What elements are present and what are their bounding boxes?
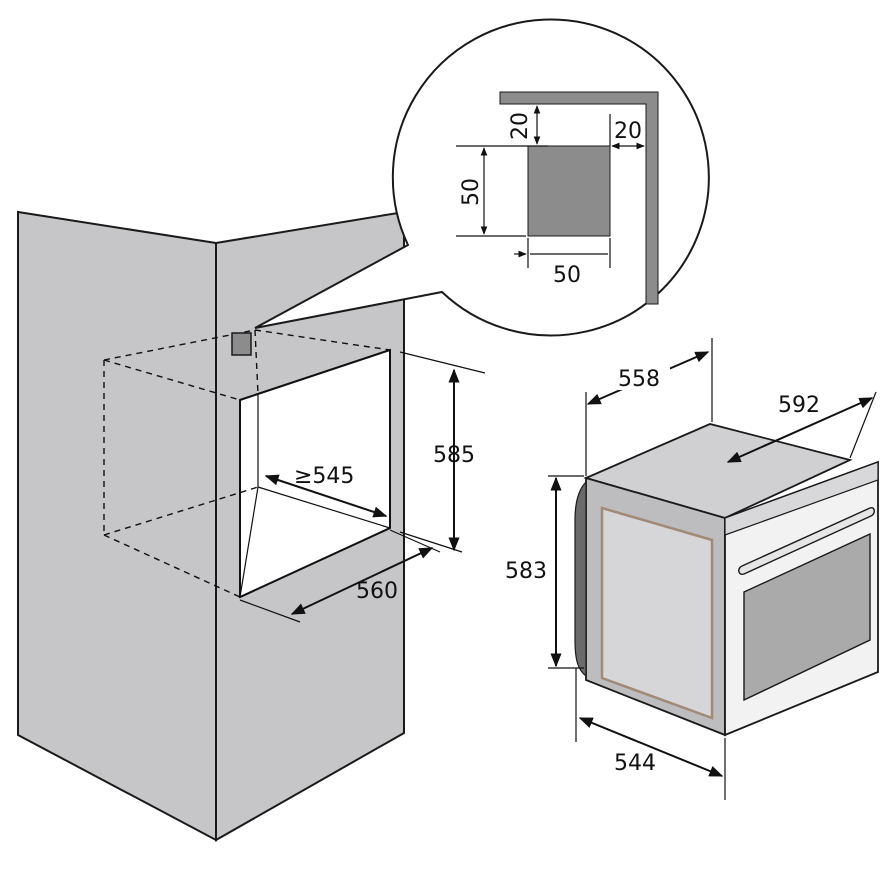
oven-depth-body-label: 558	[618, 367, 660, 392]
detail-callout: 20 20 50 50	[254, 18, 710, 337]
niche-interior	[239, 349, 391, 598]
oven-dimensions: 558 592 583 544	[505, 338, 877, 800]
oven-total-depth-label: 544	[614, 751, 656, 776]
vent-opening	[231, 332, 252, 356]
detail-vent	[527, 145, 611, 237]
cabinet	[17, 210, 405, 842]
oven-height-label: 583	[505, 559, 547, 584]
detail-wall	[499, 91, 659, 305]
oven-width-label: 592	[778, 393, 820, 418]
detail-vent-width-label: 50	[553, 263, 581, 288]
detail-gap-side-label: 20	[614, 119, 642, 144]
niche-width-label: 560	[356, 579, 398, 604]
detail-gap-top-label: 20	[508, 112, 533, 140]
oven	[574, 423, 879, 737]
detail-vent-height-label: 50	[459, 178, 484, 206]
niche-depth-label: ≥545	[294, 464, 354, 489]
niche-dashed-outline	[103, 329, 391, 598]
cabinet-left-face	[17, 210, 217, 842]
cabinet-dimensions: 585 ≥545 560	[239, 351, 486, 623]
niche-height-label: 585	[433, 443, 475, 468]
oven-back-rim	[574, 480, 587, 678]
oven-handle	[738, 506, 875, 576]
oven-front-strip	[724, 461, 879, 536]
oven-window	[743, 532, 871, 702]
